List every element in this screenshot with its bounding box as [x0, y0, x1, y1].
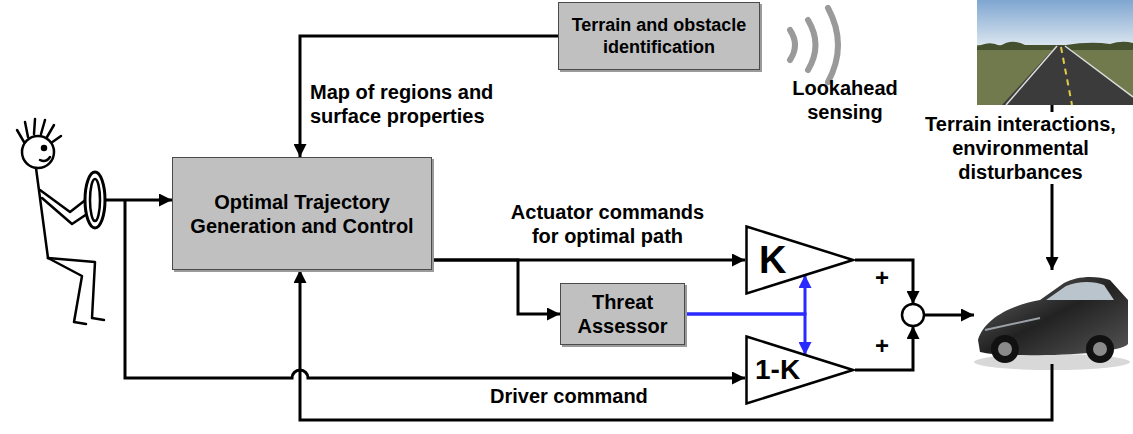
- feedback-line: [300, 270, 1052, 420]
- sensor-label: Lookahead sensing: [790, 76, 900, 124]
- signal-line: [106, 199, 172, 202]
- gain-shape: [747, 337, 854, 404]
- sum-sign: +: [872, 334, 892, 358]
- signal-line: [924, 314, 974, 317]
- label-box: Terrain interactions, environmental dist…: [913, 112, 1128, 184]
- node-text: Optimal Trajectory Generation and Contro…: [181, 190, 423, 238]
- edge-label: Map of regions and surface properties: [310, 80, 510, 128]
- signal-line: [855, 326, 913, 370]
- gain-shape: [747, 227, 854, 294]
- node-text: Threat Assessor: [569, 290, 676, 338]
- label-box: Map of regions and surface properties: [310, 80, 510, 128]
- gain-triangle: 1-K: [745, 335, 855, 405]
- road-photo: [977, 0, 1133, 105]
- signal-line: [855, 260, 913, 304]
- gain-label: K: [759, 241, 786, 279]
- node-text: Terrain and obstacle identification: [567, 14, 751, 58]
- signal-label: Driver command: [490, 384, 648, 408]
- label-box: Driver command: [490, 384, 648, 408]
- gain-triangle: K: [745, 225, 855, 295]
- disturbance-label: Terrain interactions, environmental dist…: [913, 112, 1128, 184]
- connector: [300, 36, 558, 157]
- edge-label: Actuator commands for optimal path: [500, 200, 715, 248]
- label-box: Actuator commands for optimal path: [500, 200, 715, 248]
- connector: [432, 260, 560, 314]
- driver-figure: [17, 119, 105, 324]
- process-box: Terrain and obstacle identification: [558, 2, 760, 70]
- process-box: Optimal Trajectory Generation and Contro…: [172, 157, 432, 270]
- label-box: +: [872, 266, 892, 290]
- car-picture: [974, 277, 1130, 370]
- gain-label: 1-K: [755, 356, 800, 384]
- label-box: Lookahead sensing: [790, 76, 900, 124]
- summing-junction: [902, 304, 924, 326]
- sensing-waves: [790, 8, 838, 82]
- label-box: +: [872, 334, 892, 358]
- sum-sign: +: [872, 266, 892, 290]
- process-box: Threat Assessor: [560, 283, 685, 345]
